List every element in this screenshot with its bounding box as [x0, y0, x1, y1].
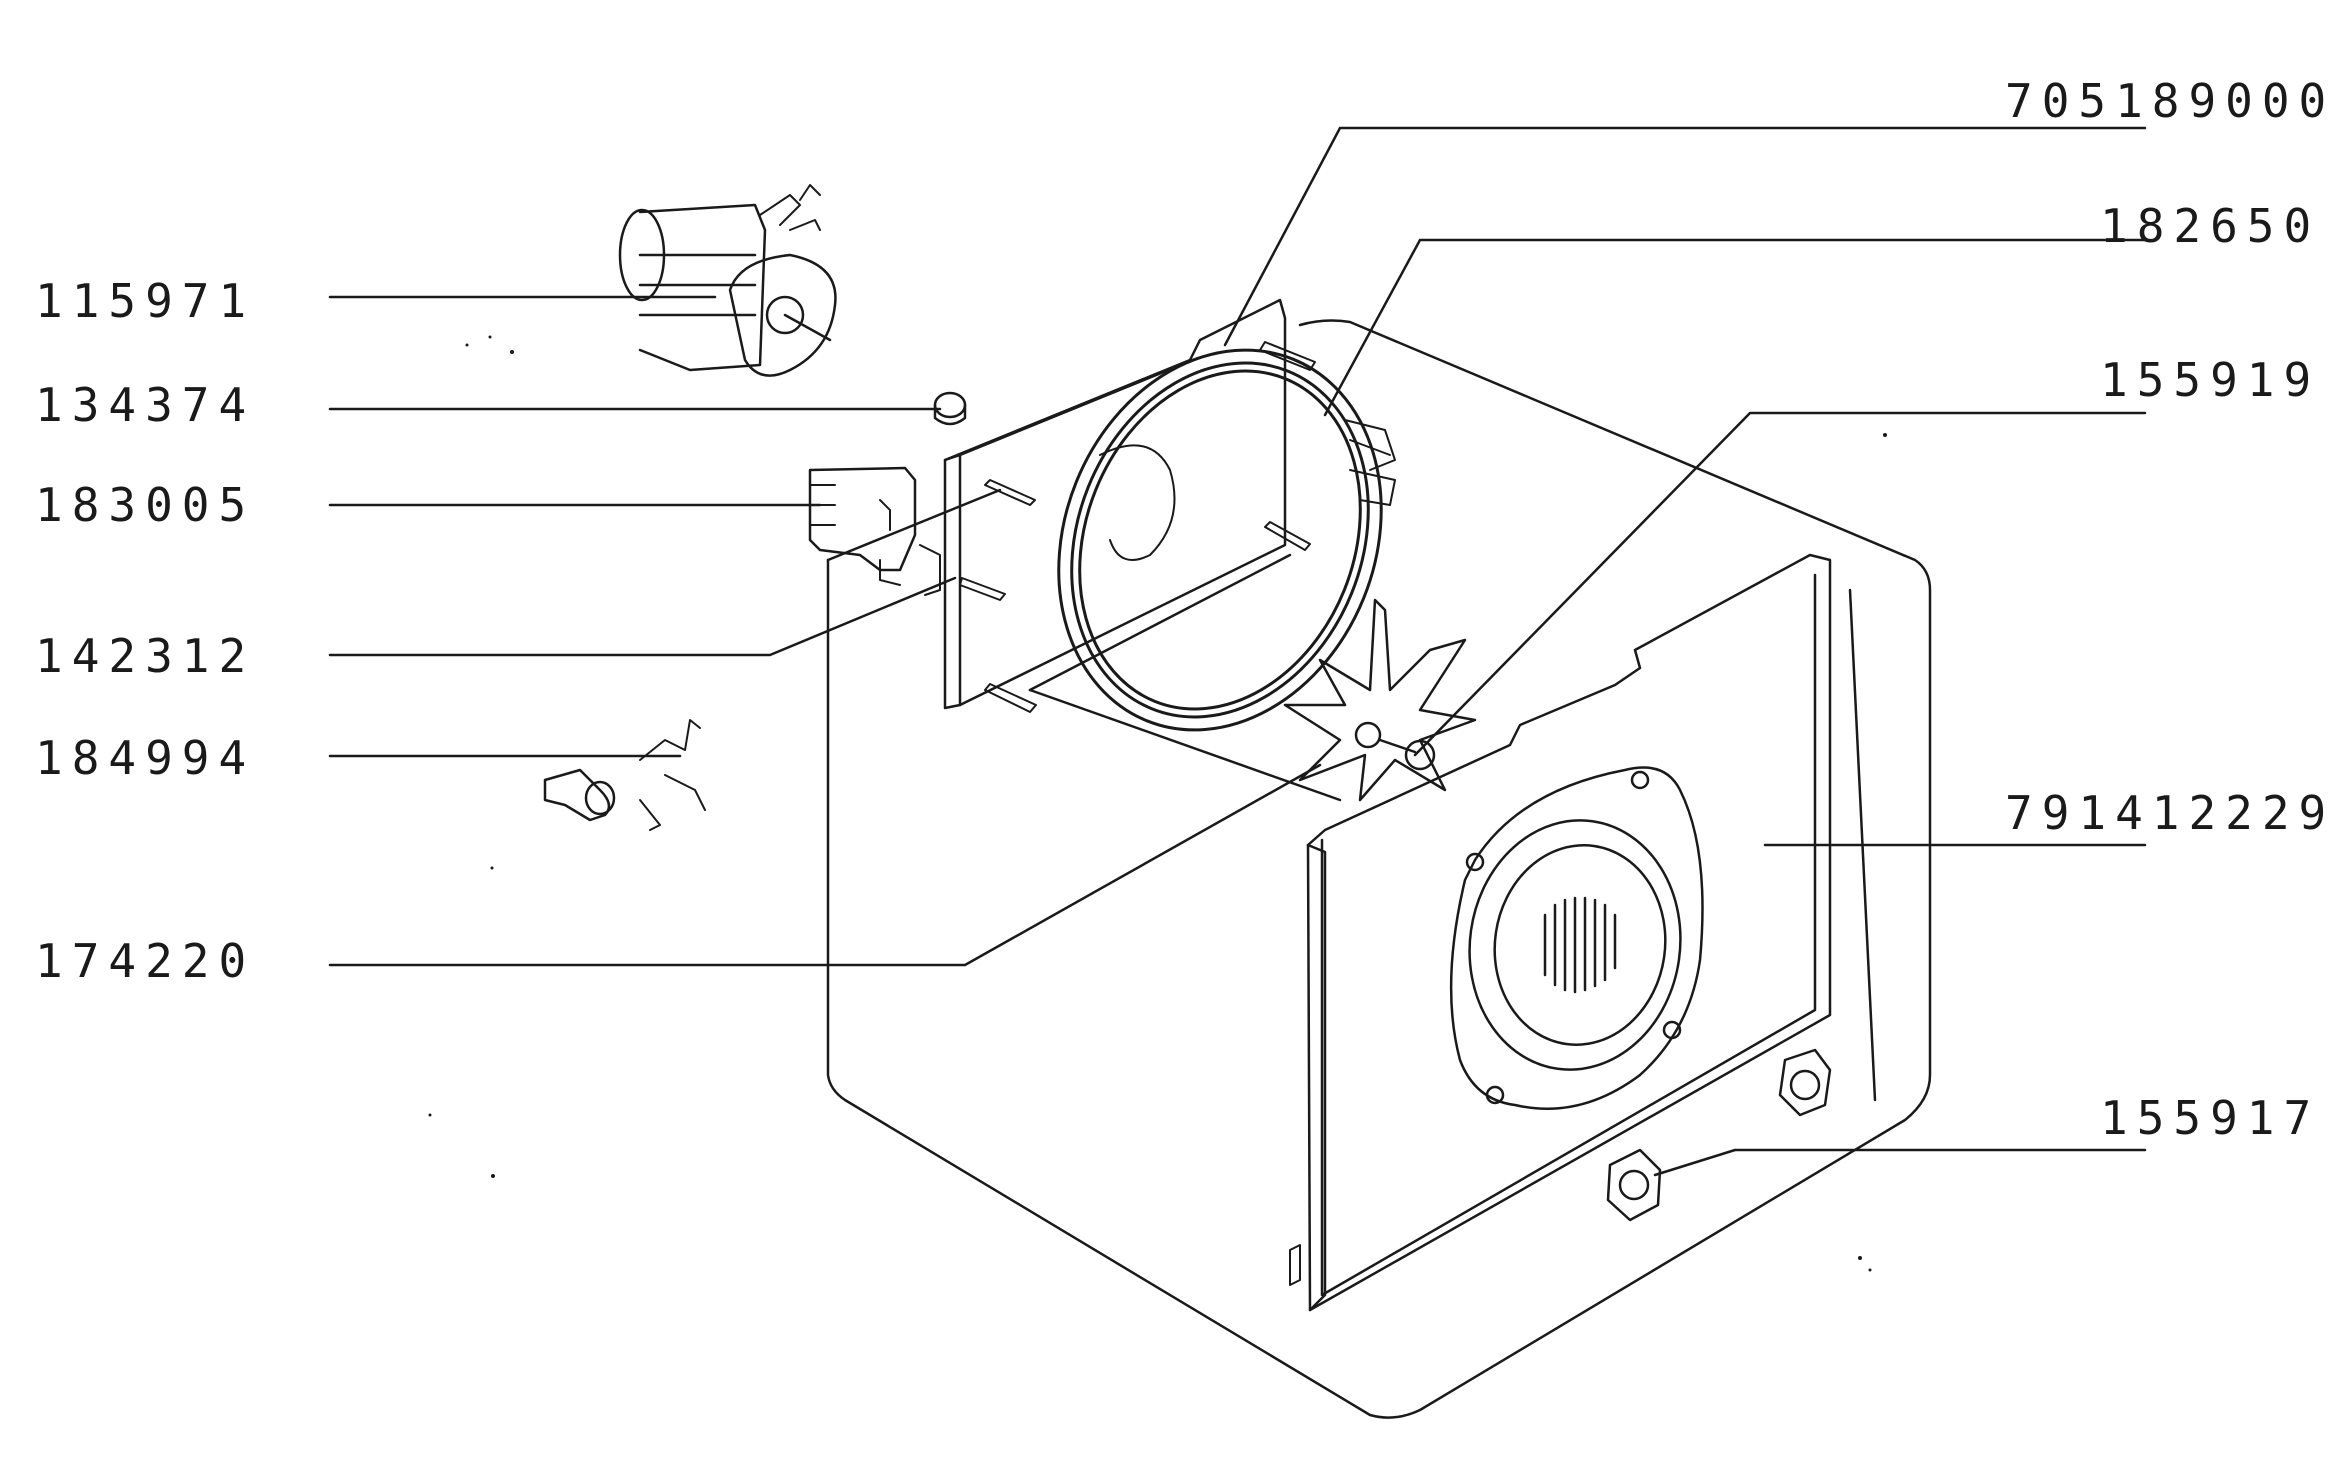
ring-inner-2 — [1031, 328, 1410, 751]
bushing-2-hex — [1608, 1150, 1660, 1220]
label-155917: 155917 — [2100, 1091, 2321, 1145]
back-panel-top-lip — [960, 358, 1198, 455]
fan-cover-hole-1 — [1467, 854, 1483, 870]
front-panel — [1290, 555, 1830, 1310]
label-142312: 142312 — [35, 629, 256, 683]
leader-155917 — [1655, 1150, 2145, 1175]
front-panel-outline — [1308, 555, 1830, 1310]
back-panel — [945, 300, 1315, 712]
fan-cover-hole-3 — [1664, 1022, 1680, 1038]
fan-cover-ring-inner — [1482, 834, 1678, 1056]
knob-bushings — [1608, 1050, 1830, 1220]
lamp-bracket — [545, 720, 705, 830]
label-115971: 115971 — [35, 274, 256, 328]
bushing-2-hole — [1620, 1171, 1648, 1199]
back-panel-outline — [945, 300, 1285, 708]
label-134374: 134374 — [35, 378, 256, 432]
leader-705189000 — [1225, 128, 2145, 345]
ring-inner-disc — [1100, 445, 1175, 560]
leader-155919 — [1415, 413, 2145, 755]
leader-182650 — [1325, 240, 2145, 415]
fan-cover-grille — [1545, 898, 1615, 992]
label-174220: 174220 — [35, 934, 256, 988]
label-705189000: 705189000 — [2005, 74, 2328, 128]
bushing-1-hex — [1780, 1050, 1830, 1115]
fan-motor — [620, 185, 835, 376]
fan-cover-hole-2 — [1632, 772, 1648, 788]
motor-stack — [640, 205, 765, 370]
label-791412229: 791412229 — [2005, 786, 2328, 840]
oven-inner-edge — [1030, 690, 1340, 800]
label-155919: 155919 — [2100, 353, 2321, 407]
switch-body — [810, 468, 915, 570]
ring-heating-element — [1003, 301, 1437, 779]
fan-cover-ring — [1454, 807, 1697, 1084]
cap — [935, 393, 965, 424]
bracket-ring — [586, 782, 614, 814]
switch-tabs — [810, 485, 890, 530]
leader-174220 — [330, 765, 1320, 965]
motor-terminals — [760, 185, 820, 230]
oven-body-outline — [828, 321, 1930, 1418]
motor-hub — [767, 297, 803, 333]
bracket-arms — [640, 720, 705, 830]
oven-body — [828, 321, 1930, 1418]
panel-studs — [960, 342, 1315, 712]
cap-body — [935, 405, 965, 424]
front-panel-side — [1308, 845, 1325, 1310]
fan-shaft — [1380, 740, 1415, 752]
leader-lines-left — [330, 297, 1320, 965]
oven-inner-rear — [1030, 555, 1290, 690]
oven-side-edge — [1850, 590, 1875, 1100]
label-184994: 184994 — [35, 731, 256, 785]
speckles — [428, 335, 1887, 1272]
fan-cover-hole-4 — [1487, 1087, 1503, 1103]
bushing-1-hole — [1791, 1071, 1819, 1099]
switch-lugs — [880, 545, 940, 595]
label-183005: 183005 — [35, 478, 256, 532]
bracket-body — [545, 770, 609, 820]
ring-outer — [1003, 301, 1437, 779]
ring-inner — [1020, 318, 1420, 762]
front-panel-inner — [1322, 575, 1815, 1295]
leader-142312 — [330, 578, 955, 655]
fan-shaft-nut — [1406, 741, 1434, 769]
cap-top — [935, 393, 965, 417]
ring-terminals — [1345, 420, 1395, 505]
switch — [810, 468, 940, 595]
fan-blade-star — [1285, 600, 1475, 800]
fan-hub — [1356, 723, 1380, 747]
fan-cover-flange — [1451, 768, 1702, 1109]
leader-lines-right — [1225, 128, 2145, 1175]
fan-cover — [1451, 768, 1702, 1109]
front-panel-bracket — [1290, 1245, 1300, 1285]
motor-bracket — [730, 255, 835, 376]
motor-shaft — [785, 315, 830, 340]
label-182650: 182650 — [2100, 199, 2321, 253]
fan-blade — [1285, 600, 1475, 800]
